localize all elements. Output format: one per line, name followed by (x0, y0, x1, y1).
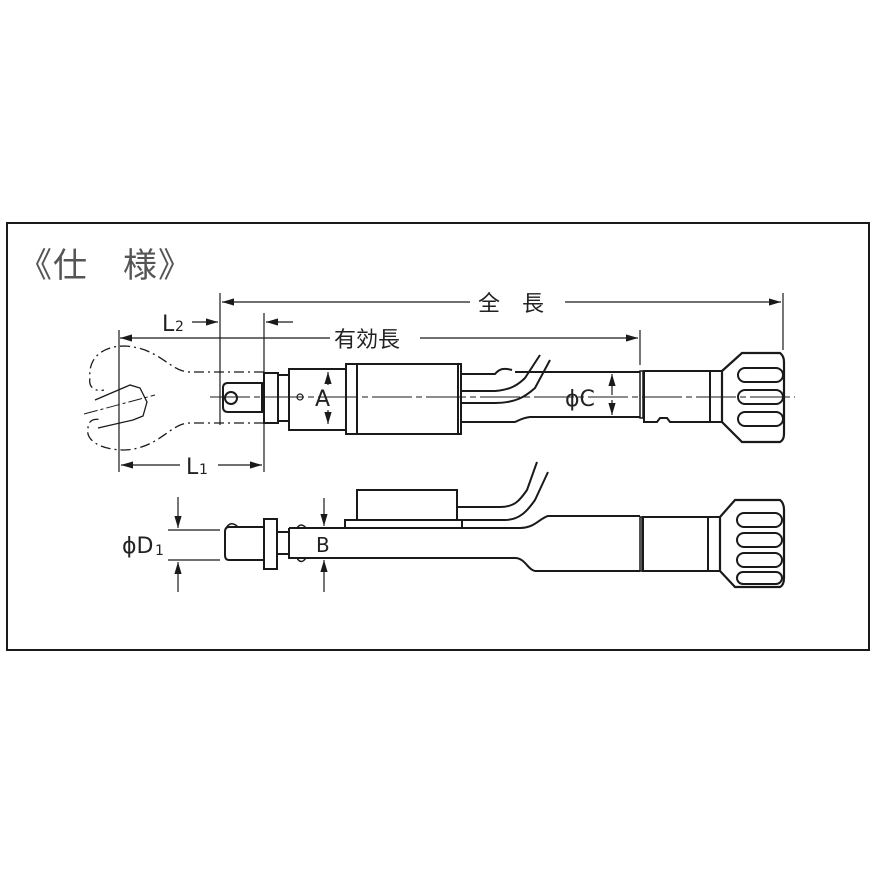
l2-subscript: 2 (175, 319, 184, 335)
l2-label: L (162, 312, 175, 337)
wrench-side-view (168, 461, 786, 592)
l1-subscript: 1 (199, 462, 208, 478)
overall-length-label: 全 長 (478, 292, 544, 317)
spanner-head-outline (83, 330, 264, 472)
phi-d1-subscript: 1 (155, 543, 164, 559)
phi-d1-label: ϕD (122, 534, 153, 559)
spec-title: 《仕 様》 (18, 246, 193, 286)
b-label: B (316, 533, 330, 557)
a-label: A (315, 387, 330, 412)
l1-label: L (186, 455, 199, 480)
phi-c-label: ϕC (565, 387, 595, 412)
overall-length-dimension (219, 293, 784, 425)
effective-length-label: 有効長 (334, 328, 400, 353)
spec-frame (6, 222, 870, 651)
wrench-top-view (210, 351, 795, 444)
